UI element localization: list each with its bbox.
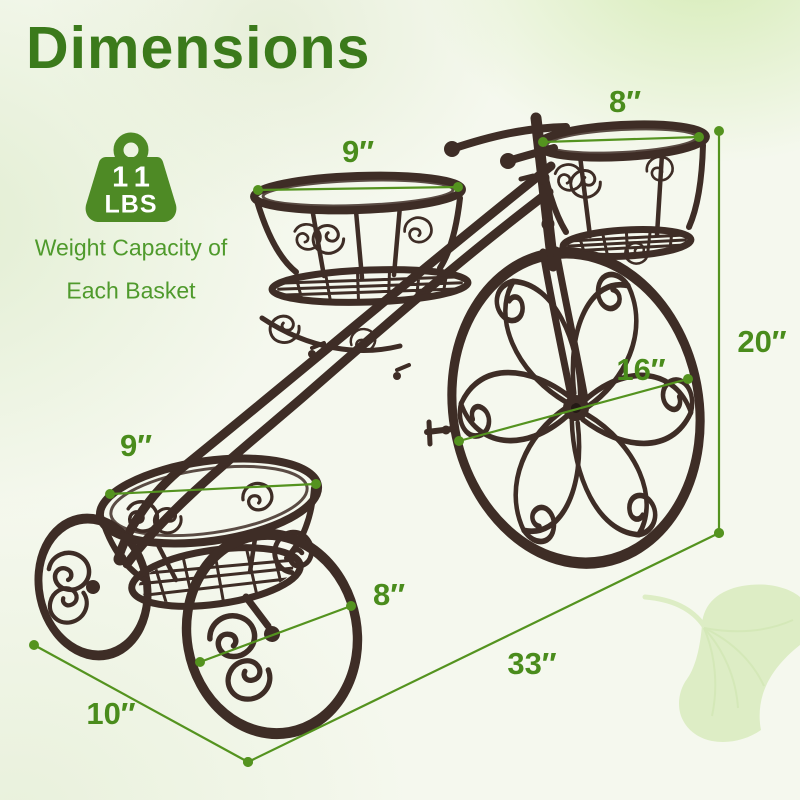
front-left-wheel [34,513,152,661]
weight-caption-line1: Weight Capacity of [34,234,228,261]
dim-endpoint-front-basket-width [311,479,321,489]
dim-label-wheel-diameter: 16″ [616,352,666,387]
dim-endpoint-rear-basket-width [694,132,704,142]
dim-endpoint-wheel-diameter [454,436,464,446]
tricycle-plant-stand-illustration [34,112,710,740]
weight-value: 11 [112,161,157,194]
dim-label-front-basket-depth: 8″ [372,577,406,612]
dim-line-front-basket-width [109,482,317,496]
dim-endpoint-rear-basket-width [538,137,548,147]
dim-line-front-basket-depth [199,604,352,664]
page-title: Dimensions [26,15,371,81]
dim-endpoint-overall-length [714,528,724,538]
dim-endpoint-middle-basket-width [253,185,263,195]
dim-line-base-depth [33,644,249,763]
dim-line-middle-basket-width [257,185,459,192]
weight-unit: LBS [104,190,158,219]
dimension-lines-layer [29,126,724,767]
dim-endpoint-middle-basket-width [453,182,463,192]
wheel-bracket [424,419,455,447]
dim-endpoint-wheel-diameter [683,374,693,384]
dim-line-wheel-diameter [458,377,689,443]
middle-basket [250,171,472,358]
dim-endpoint-base-depth [29,640,39,650]
dim-label-rear-basket-width: 8″ [608,84,642,119]
dim-endpoint-front-basket-depth [195,657,205,667]
dim-label-overall-length: 33″ [507,646,557,681]
dim-label-front-basket-width: 9″ [119,428,153,463]
rear-wheel [447,247,705,569]
front-right-wheel [181,528,363,740]
dim-endpoint-overall-height [714,126,724,136]
weight-icon [85,132,177,222]
dim-label-middle-basket-width: 9″ [341,134,375,169]
dim-endpoint-front-basket-width [105,489,115,499]
dim-endpoint-front-basket-depth [346,601,356,611]
dim-line-overall-length [247,532,720,763]
dim-line-rear-basket-width [542,135,700,144]
dim-endpoint-base-depth [243,757,253,767]
rear-basket [534,120,710,266]
ginkgo-leaf-icon [642,584,800,742]
dim-label-overall-height: 20″ [737,324,787,359]
weight-caption-line2: Each Basket [66,277,196,304]
dim-label-base-depth: 10″ [86,696,136,731]
